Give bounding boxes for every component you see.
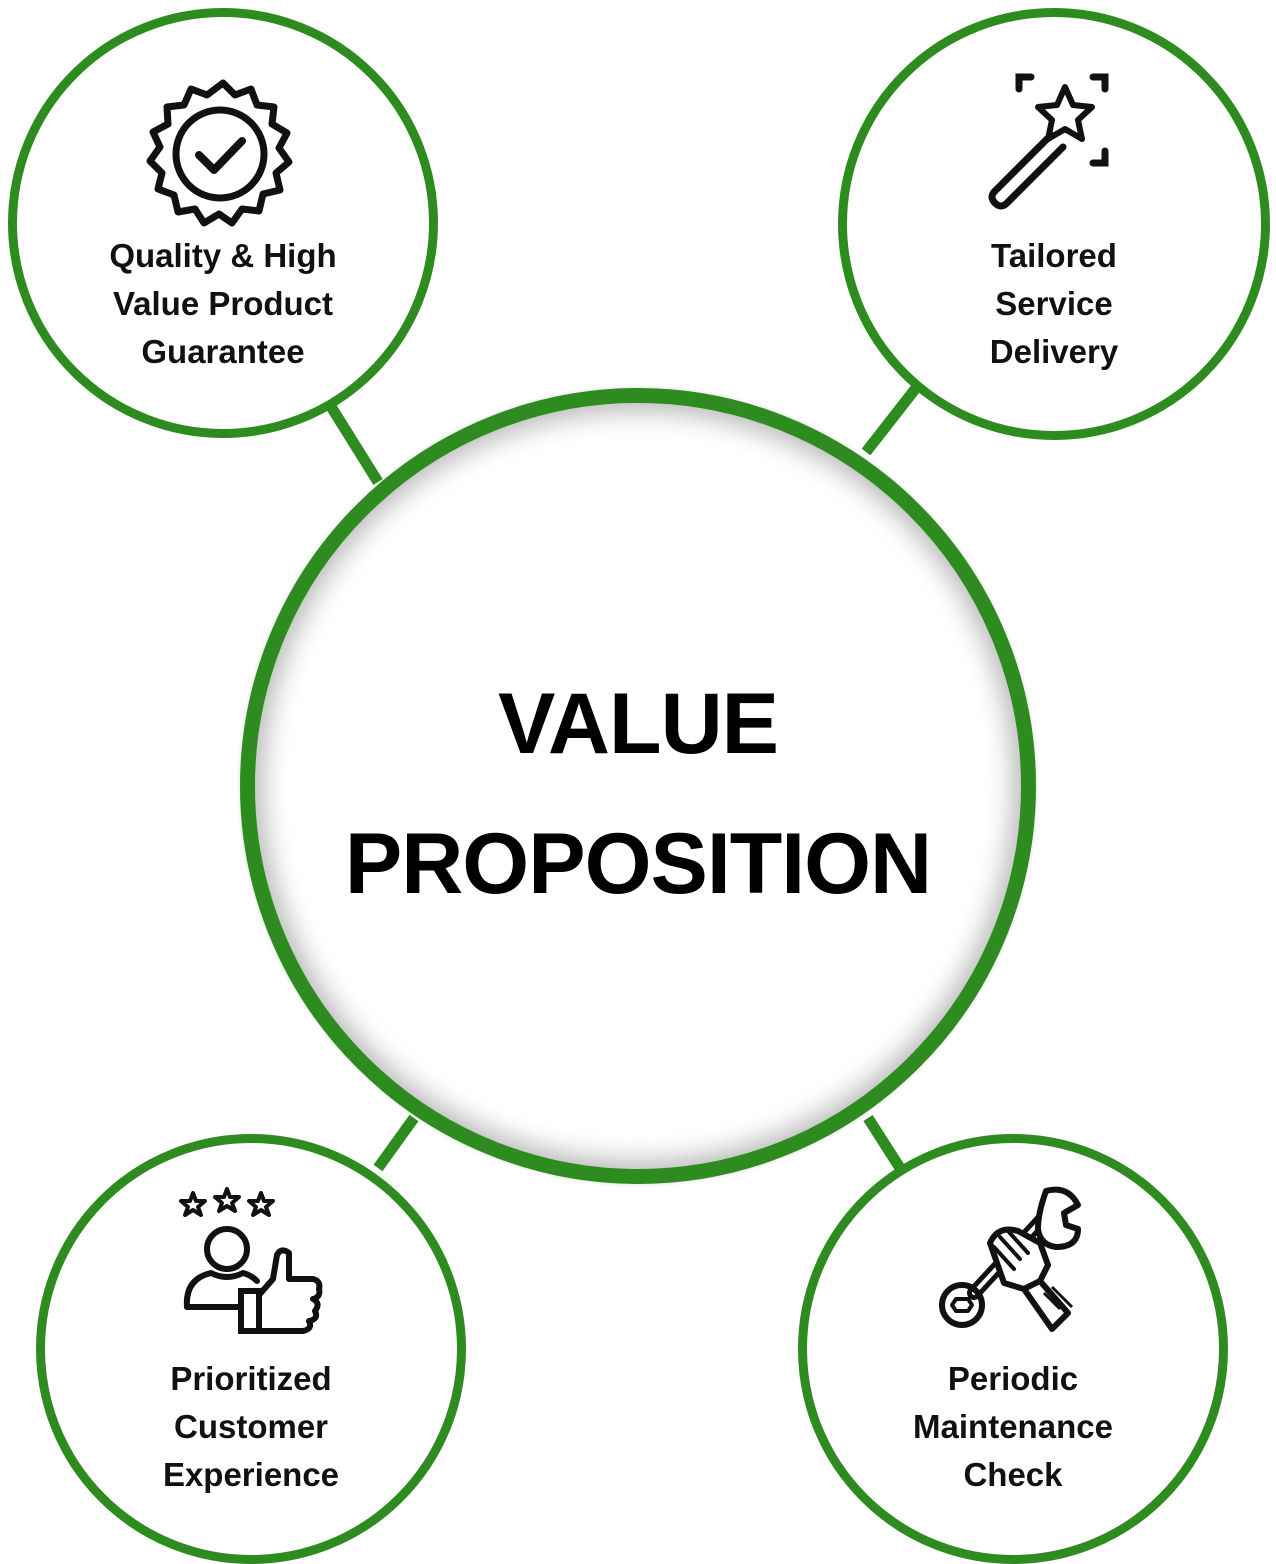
- node-customer-line-2: Customer: [173, 1408, 329, 1445]
- node-quality-guarantee: Quality & High Value Product Guarantee: [8, 8, 438, 438]
- badge-check-icon: [146, 79, 293, 227]
- node-tailored-service: Tailored Service Delivery: [838, 8, 1270, 440]
- connector-bottom-right: [863, 1115, 905, 1171]
- center-title-line-1: VALUE: [497, 676, 779, 772]
- wrench-hand-icon: [939, 1186, 1081, 1332]
- magic-wand-icon: [988, 73, 1109, 210]
- node-quality-line-2: Value Product: [112, 285, 334, 322]
- node-tailored-line-2: Service: [995, 285, 1113, 322]
- node-maintenance-line-1: Periodic: [947, 1360, 1079, 1397]
- node-customer-line-3: Experience: [162, 1456, 340, 1493]
- node-maintenance-line-3: Check: [963, 1456, 1063, 1493]
- node-prioritized-customer: Prioritized Customer Experience: [36, 1134, 466, 1564]
- node-customer-line-1: Prioritized: [170, 1360, 332, 1397]
- node-maintenance-label: Periodic Maintenance Check: [807, 1355, 1219, 1499]
- node-tailored-label: Tailored Service Delivery: [847, 232, 1261, 376]
- node-customer-label: Prioritized Customer Experience: [45, 1355, 457, 1499]
- node-periodic-maintenance: Periodic Maintenance Check: [798, 1134, 1228, 1564]
- customer-thumbs-up-icon: [179, 1187, 323, 1334]
- node-quality-line-1: Quality & High: [109, 237, 337, 274]
- connector-top-right: [861, 384, 921, 456]
- node-tailored-line-3: Delivery: [989, 333, 1119, 370]
- node-quality-line-3: Guarantee: [141, 333, 305, 370]
- value-proposition-hub: VALUE PROPOSITION: [240, 388, 1036, 1184]
- connector-top-left: [325, 402, 383, 485]
- node-quality-label: Quality & High Value Product Guarantee: [17, 232, 429, 376]
- node-tailored-line-1: Tailored: [991, 237, 1117, 274]
- center-title-line-2: PROPOSITION: [344, 816, 932, 912]
- connector-bottom-left: [373, 1114, 419, 1172]
- node-maintenance-line-2: Maintenance: [913, 1408, 1113, 1445]
